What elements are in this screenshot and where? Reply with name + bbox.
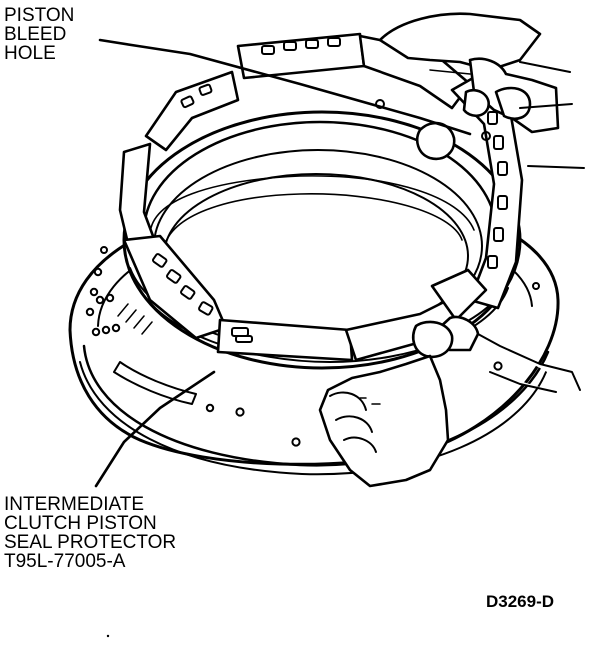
callout-line: BLEED xyxy=(4,24,67,45)
callout-line: HOLE xyxy=(4,43,56,64)
callout-line: SEAL PROTECTOR xyxy=(4,532,177,553)
leader-lines xyxy=(94,38,472,488)
figure-id: D3269-D xyxy=(486,592,555,611)
callout-seal-protector: INTERMEDIATE CLUTCH PISTON SEAL PROTECTO… xyxy=(4,495,176,571)
callout-line: INTERMEDIATE xyxy=(4,494,145,515)
piston-ring xyxy=(122,110,522,370)
callout-piston-bleed-hole: PISTON BLEED HOLE xyxy=(4,6,74,63)
hands xyxy=(318,12,585,488)
callout-line: T95L-77005-A xyxy=(4,551,126,572)
callout-line: PISTON xyxy=(4,5,75,26)
scan-speck xyxy=(106,634,110,638)
protector-slots xyxy=(152,37,508,343)
callout-line: CLUTCH PISTON xyxy=(4,513,157,534)
seal-protector xyxy=(118,32,524,362)
